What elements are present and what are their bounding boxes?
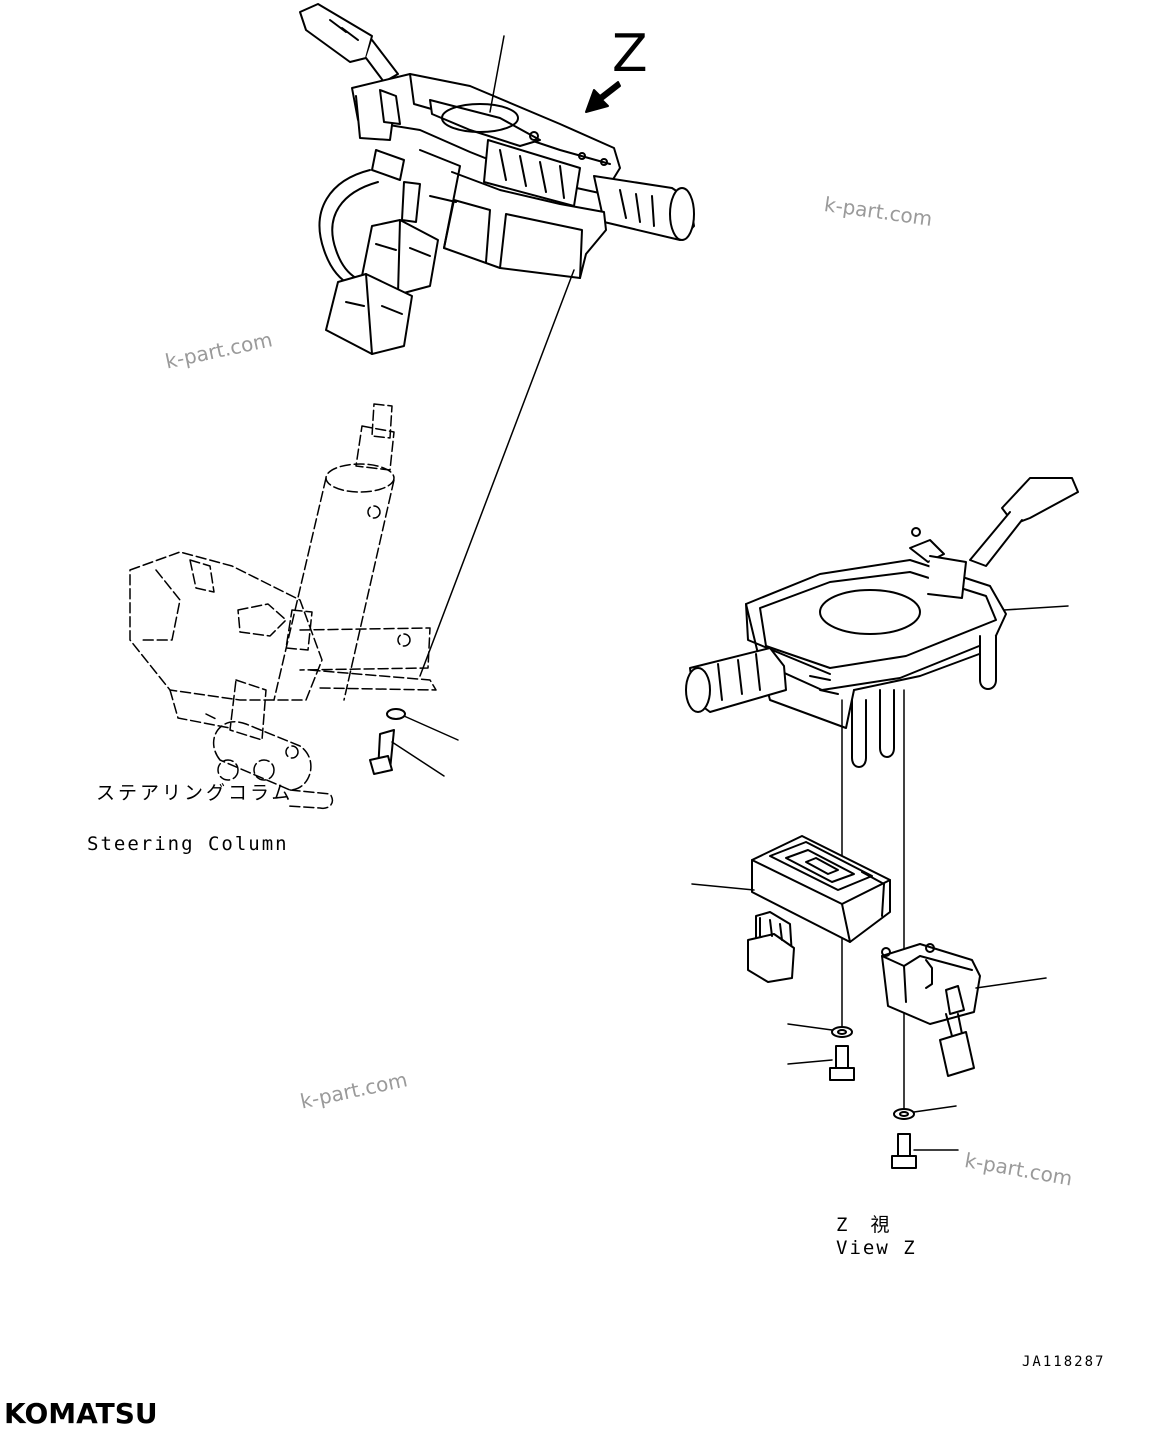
steering-column-drawing <box>129 403 437 810</box>
komatsu-logo: KOMATSU <box>4 1397 158 1430</box>
drawing-number: JA118287 <box>1022 1354 1106 1370</box>
washer-icon <box>831 1026 915 1120</box>
bolt-icon-right <box>829 1045 917 1169</box>
leader-controller <box>691 883 755 891</box>
leader-sub-switch <box>975 977 1047 989</box>
leader-lines-top <box>419 35 575 677</box>
view-z-switch <box>685 477 1079 768</box>
leader-view-z-switch <box>1003 605 1069 611</box>
view-marker-label: Z <box>612 24 648 84</box>
arrow-icon <box>585 81 621 113</box>
controller-box-drawing <box>747 835 891 983</box>
bolt-icon <box>369 708 406 775</box>
leader-lines-left <box>391 715 459 777</box>
leader-lines-right <box>787 1023 959 1151</box>
combination-switch-top <box>299 3 695 355</box>
sub-switch-drawing <box>881 943 981 1077</box>
steering-column-caption-jp: ステアリングコラム <box>96 782 294 804</box>
steering-column-caption-en: Steering Column <box>87 833 289 855</box>
view-z-caption-en: View Z <box>836 1237 917 1259</box>
view-z-caption-jp: Z 視 <box>836 1214 892 1236</box>
